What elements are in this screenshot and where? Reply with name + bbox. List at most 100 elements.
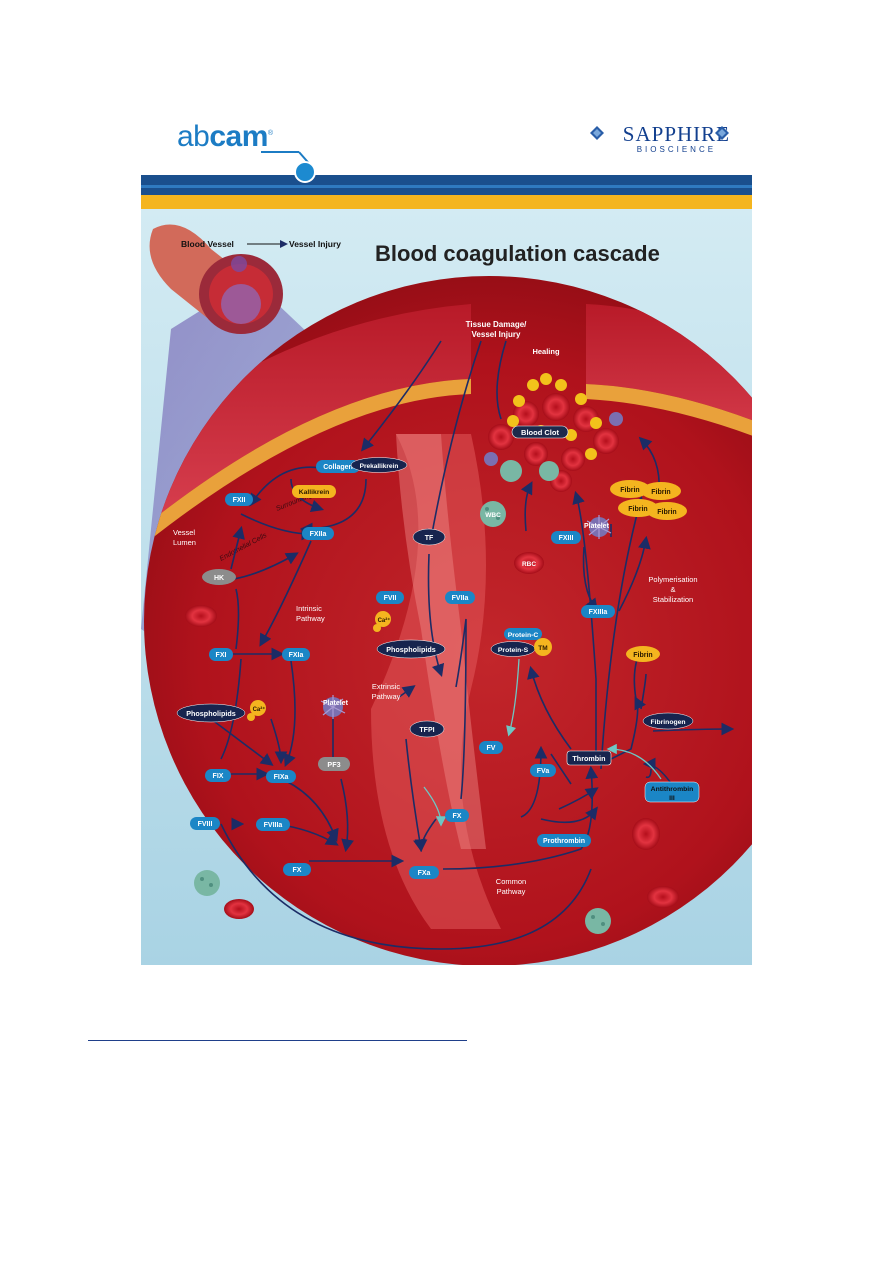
- phospholipids-mid-label: Phospholipids: [386, 645, 436, 654]
- fibrin-label-2: Fibrin: [651, 489, 670, 496]
- endothelium-left: [144, 379, 471, 547]
- fixa-label: FIXa: [274, 774, 289, 781]
- tissue-damage-label-2: Vessel Injury: [472, 330, 521, 339]
- fx-mid-label: FX: [453, 813, 462, 820]
- inhibition-arrows: [423, 658, 662, 827]
- vessel-lumen-label-1: Vessel: [173, 528, 195, 537]
- prothrombin-label: Prothrombin: [543, 838, 585, 845]
- fviia-label: FVIIa: [452, 595, 469, 602]
- fibrinogen-label: Fibrinogen: [650, 719, 685, 726]
- tm-label: TM: [538, 645, 547, 652]
- kallikrein-node: Kallikrein: [292, 485, 336, 498]
- tf-label: TF: [425, 535, 434, 542]
- prekallikrein-node: Prekallikrein: [350, 457, 408, 473]
- coagulation-diagram: Blood Vessel Vessel Injury Blood coagula…: [141, 209, 752, 965]
- header-stripe-light: [141, 185, 752, 188]
- phospholipids-mid-node: Phospholipids: [376, 639, 446, 659]
- vessel-lumen-label-2: Lumen: [173, 538, 196, 547]
- tfpi-node: TFPI: [409, 720, 445, 738]
- platelet-right-node: Platelet: [584, 515, 612, 539]
- fviiia-label: FVIIIa: [264, 822, 283, 829]
- fibrin-single-node: Fibrin: [626, 646, 660, 662]
- tissue-damage-label-1: Tissue Damage/: [466, 320, 528, 329]
- fxi-node: FXI: [209, 648, 233, 661]
- thrombin-label: Thrombin: [572, 754, 605, 763]
- abcam-logo: abcam®: [177, 120, 273, 154]
- phospholipids-left-node: Phospholipids: [176, 703, 246, 723]
- extrinsic-band: [371, 434, 501, 929]
- rbc-cell-bottom-left: [224, 899, 254, 919]
- sapphire-diamond-left-icon: [590, 126, 604, 140]
- fix-node: FIX: [205, 769, 231, 782]
- fix-label: FIX: [213, 773, 224, 780]
- antithrombin-label-1: Antithrombin: [651, 786, 694, 793]
- fvii-node: FVII: [376, 591, 404, 604]
- fxia-node: FXIa: [282, 648, 310, 661]
- fxa-label: FXa: [418, 870, 431, 877]
- intrinsic-label-2: Pathway: [296, 614, 325, 623]
- blood-clot-label: Blood Clot: [521, 428, 559, 437]
- ca-mid-node: Ca²⁺: [373, 611, 391, 632]
- kallikrein-label: Kallikrein: [299, 489, 330, 496]
- common-label-2: Pathway: [497, 887, 526, 896]
- fviiia-node: FVIIIa: [256, 818, 290, 831]
- phospholipids-left-label: Phospholipids: [186, 709, 236, 718]
- inset-vessel-label: Blood Vessel: [181, 239, 234, 249]
- fxiii-label: FXIII: [559, 535, 574, 542]
- fibrinogen-node: Fibrinogen: [642, 712, 694, 730]
- antithrombin-label-2: III: [669, 795, 675, 802]
- rbc-cell-left: [185, 605, 217, 627]
- abcam-bold: cam: [209, 120, 268, 153]
- fvii-label: FVII: [384, 595, 397, 602]
- tf-node: TF: [412, 528, 446, 546]
- fxiii-node: FXIII: [551, 531, 581, 544]
- poster: abcam® SAPPHIRE BIOSCIENCE: [141, 100, 752, 965]
- fviii-label: FVIII: [198, 821, 213, 828]
- rbc-label: RBC: [522, 561, 536, 568]
- polymer-label-1: Polymerisation: [648, 575, 697, 584]
- pf3-node: PF3: [318, 757, 350, 771]
- fxiia-label: FXIIa: [310, 531, 327, 538]
- prothrombin-node: Prothrombin: [537, 834, 591, 847]
- healing-label: Healing: [532, 347, 560, 356]
- hk-label: HK: [214, 575, 224, 582]
- ca-mid-label: Ca²⁺: [378, 617, 391, 624]
- wbc-cell-bottom-left: [194, 870, 220, 896]
- footnote-rule: [88, 1040, 467, 1041]
- abcam-prefix: ab: [177, 120, 210, 153]
- fibrin-label-4: Fibrin: [657, 509, 676, 516]
- tm-node: TM: [534, 638, 552, 656]
- intrinsic-label-1: Intrinsic: [296, 604, 322, 613]
- blood-clot-cluster: [484, 373, 623, 492]
- collagen-label: Collagen: [323, 464, 353, 471]
- rbc-cell-right-1: [632, 818, 660, 850]
- sapphire-sub: BIOSCIENCE: [636, 145, 717, 154]
- rbc-node: RBC: [514, 552, 544, 574]
- fxi-label: FXI: [216, 652, 227, 659]
- tissue-left: [144, 304, 471, 529]
- fva-label: FVa: [537, 768, 550, 775]
- fxa-node: FXa: [409, 866, 439, 879]
- fxia-label: FXIa: [289, 652, 304, 659]
- fva-node: FVa: [530, 764, 556, 777]
- diagram-title: Blood coagulation cascade: [375, 241, 660, 266]
- polymer-label-3: Stabilization: [653, 595, 693, 604]
- hk-node: HK: [202, 569, 236, 585]
- extrinsic-label-1: Extrinsic: [372, 682, 401, 691]
- wbc-node: WBC: [480, 501, 506, 527]
- ca-left-node: Ca²⁺: [247, 700, 266, 721]
- protein-c-node: Protein-C: [504, 628, 542, 640]
- fxii-node: FXII: [225, 493, 253, 506]
- fx-mid-node: FX: [445, 809, 469, 822]
- antithrombin-node: Antithrombin III: [644, 781, 700, 803]
- fviia-node: FVIIa: [445, 591, 475, 604]
- endothelium-right: [586, 384, 752, 474]
- fibrin-cluster-node: Fibrin Fibrin Fibrin Fibrin: [610, 480, 687, 520]
- inset-injury-label: Vessel Injury: [289, 239, 341, 249]
- logo-band: abcam® SAPPHIRE BIOSCIENCE: [141, 100, 752, 175]
- fibrin-label-1: Fibrin: [620, 487, 639, 494]
- fx-left-label: FX: [293, 867, 302, 874]
- tissue-right: [586, 304, 752, 459]
- blood-clot-node: [511, 425, 569, 439]
- thrombin-node: Thrombin: [566, 750, 612, 766]
